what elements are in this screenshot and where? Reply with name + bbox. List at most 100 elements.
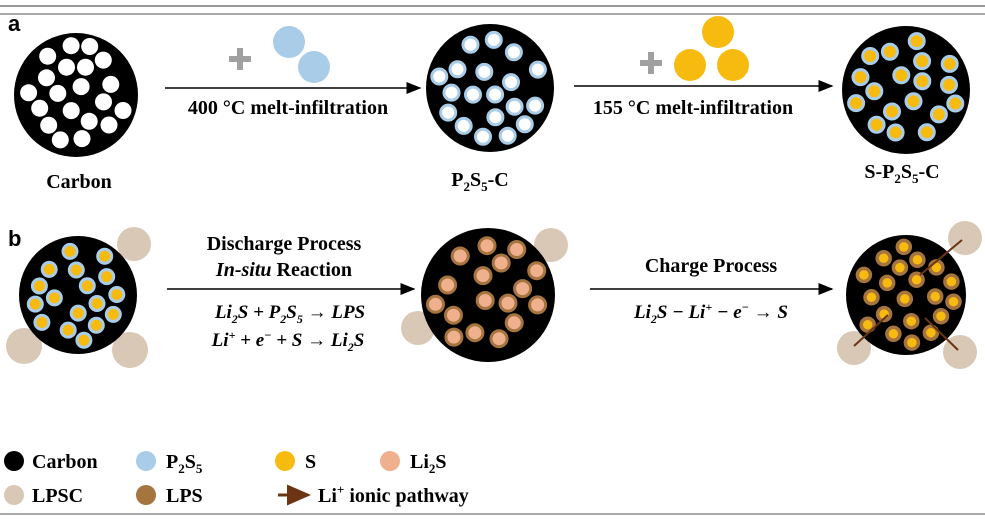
plus-icon-1 <box>229 48 251 70</box>
sulfur-lps-pore <box>885 325 902 343</box>
legend-sulfur-label: S <box>305 451 316 473</box>
sulfur-lps-pore <box>926 288 944 305</box>
sulfur-filled-pore <box>59 321 77 339</box>
lpsc-particle <box>112 332 148 368</box>
p2s5-coated-pore <box>454 116 473 135</box>
p2s5-coated-pore <box>526 96 545 115</box>
sulfur-lps-pore <box>875 305 893 323</box>
sulfur-filled-pore <box>907 32 926 51</box>
pore <box>100 116 118 134</box>
sulfur-lps-pore <box>909 251 926 269</box>
p2s5-coated-pore <box>475 62 494 81</box>
pore <box>51 131 69 149</box>
pore <box>73 130 91 148</box>
legend-lpsc-swatch <box>4 485 24 505</box>
ionic-pathway-line <box>924 317 959 351</box>
sulfur-filled-pore <box>30 277 48 295</box>
carbon-label: Carbon <box>46 171 112 193</box>
sulfur-filled-pore <box>892 66 911 85</box>
p2s5-coated-pore <box>439 103 458 122</box>
legend-lpsc-label: LPSC <box>32 485 83 507</box>
plus-icon-2 <box>640 52 662 74</box>
p2s5-coated-pore <box>486 85 505 104</box>
pore <box>49 84 67 102</box>
p2s5-c-label: P2S5-C <box>451 169 508 194</box>
sulfur-lps-pore <box>863 289 880 306</box>
li2s-filled-pore <box>498 293 518 313</box>
sulfur-lps-pore <box>895 238 913 256</box>
pore <box>95 93 112 111</box>
li2s-filled-pore <box>528 295 548 315</box>
p2s5-coated-pore <box>464 85 482 104</box>
p2s5-coated-pore <box>461 35 480 54</box>
discharge-title: Discharge Process <box>207 233 362 255</box>
pore <box>31 99 49 117</box>
sulfur-lps-pore <box>943 273 960 290</box>
sulfur-lps-pore <box>859 316 876 333</box>
sulfur-filled-pore <box>940 54 959 73</box>
legend: Carbon P2S5 S Li2S LPSC LPS Li+ ionic pa… <box>4 451 469 507</box>
legend-li2s-swatch <box>380 451 400 471</box>
carbon-particle <box>14 33 138 157</box>
li2s-filled-pore <box>426 294 445 314</box>
sulfur-lps-pore <box>878 274 896 292</box>
sulfur-filled-pore <box>45 289 63 307</box>
sulfur-filled-pore <box>904 92 923 111</box>
sulfur-filled-pore <box>88 295 106 312</box>
composite-charged <box>837 221 982 369</box>
li2s-filled-pore <box>473 266 493 286</box>
p2s5-coated-pore <box>498 126 517 145</box>
sulfur-filled-pore <box>865 82 884 101</box>
discharge-equation-1: Li2S + P2S5 → LPS <box>214 302 365 326</box>
pore <box>102 75 120 93</box>
pore <box>80 112 98 130</box>
p2s5-coated-pore <box>474 127 492 146</box>
s-p2s5-c-particle <box>842 26 970 154</box>
sulfur-filled-pore <box>851 68 870 87</box>
p2s5-coated-pore <box>528 60 547 79</box>
sulfur-filled-pore <box>867 115 886 134</box>
li2s-filled-pore <box>444 327 464 347</box>
pore <box>62 102 80 120</box>
pore <box>77 58 94 76</box>
sulfur-filled-pore <box>87 316 105 334</box>
p2s5-coated-pore <box>484 30 503 49</box>
sulfur-filled-pore <box>883 102 901 121</box>
li2s-filled-pore <box>507 240 527 259</box>
li2s-filled-pore <box>527 261 547 281</box>
sulfur-lps-pore <box>903 334 921 351</box>
sulfur-filled-pore <box>861 47 880 65</box>
ionic-pathway-line <box>853 314 889 347</box>
legend-lps-label: LPS <box>166 485 203 507</box>
pore <box>39 47 57 65</box>
ionic-pathway-line <box>919 239 963 276</box>
legend-p2s5-label: P2S5 <box>166 451 203 476</box>
step2-text: 155 °C melt-infiltration <box>593 97 793 119</box>
li2s-filled-pore <box>477 236 497 256</box>
p2s5-coated-pore <box>442 83 461 102</box>
li2s-filled-pore <box>489 329 509 349</box>
sulfur-lps-pore <box>875 250 892 267</box>
lpsc-particle <box>6 328 42 364</box>
p2s5-coated-pore <box>502 73 520 92</box>
legend-carbon-label: Carbon <box>32 451 98 473</box>
sulfur-filled-pore <box>40 260 58 278</box>
p2s5-reagent-icon <box>273 26 330 83</box>
s-p2s5-c-label: S-P2S5-C <box>864 161 939 186</box>
sulfur-filled-pore <box>69 304 87 322</box>
lpsc-particle <box>117 227 151 261</box>
sulfur-filled-pore <box>33 313 51 331</box>
p2s5-c-particle <box>426 24 554 152</box>
sulfur-filled-pore <box>75 331 93 349</box>
li2s-filled-pore <box>465 323 485 343</box>
pore <box>114 102 132 119</box>
pore <box>20 84 38 102</box>
sulfur-lps-pore <box>908 271 925 289</box>
pore <box>38 69 55 87</box>
composite-initial <box>6 227 151 368</box>
sulfur-lps-pore <box>922 324 940 341</box>
pore <box>40 116 58 134</box>
sulfur-filled-pore <box>917 123 936 142</box>
sulfur-filled-pore <box>913 52 932 71</box>
